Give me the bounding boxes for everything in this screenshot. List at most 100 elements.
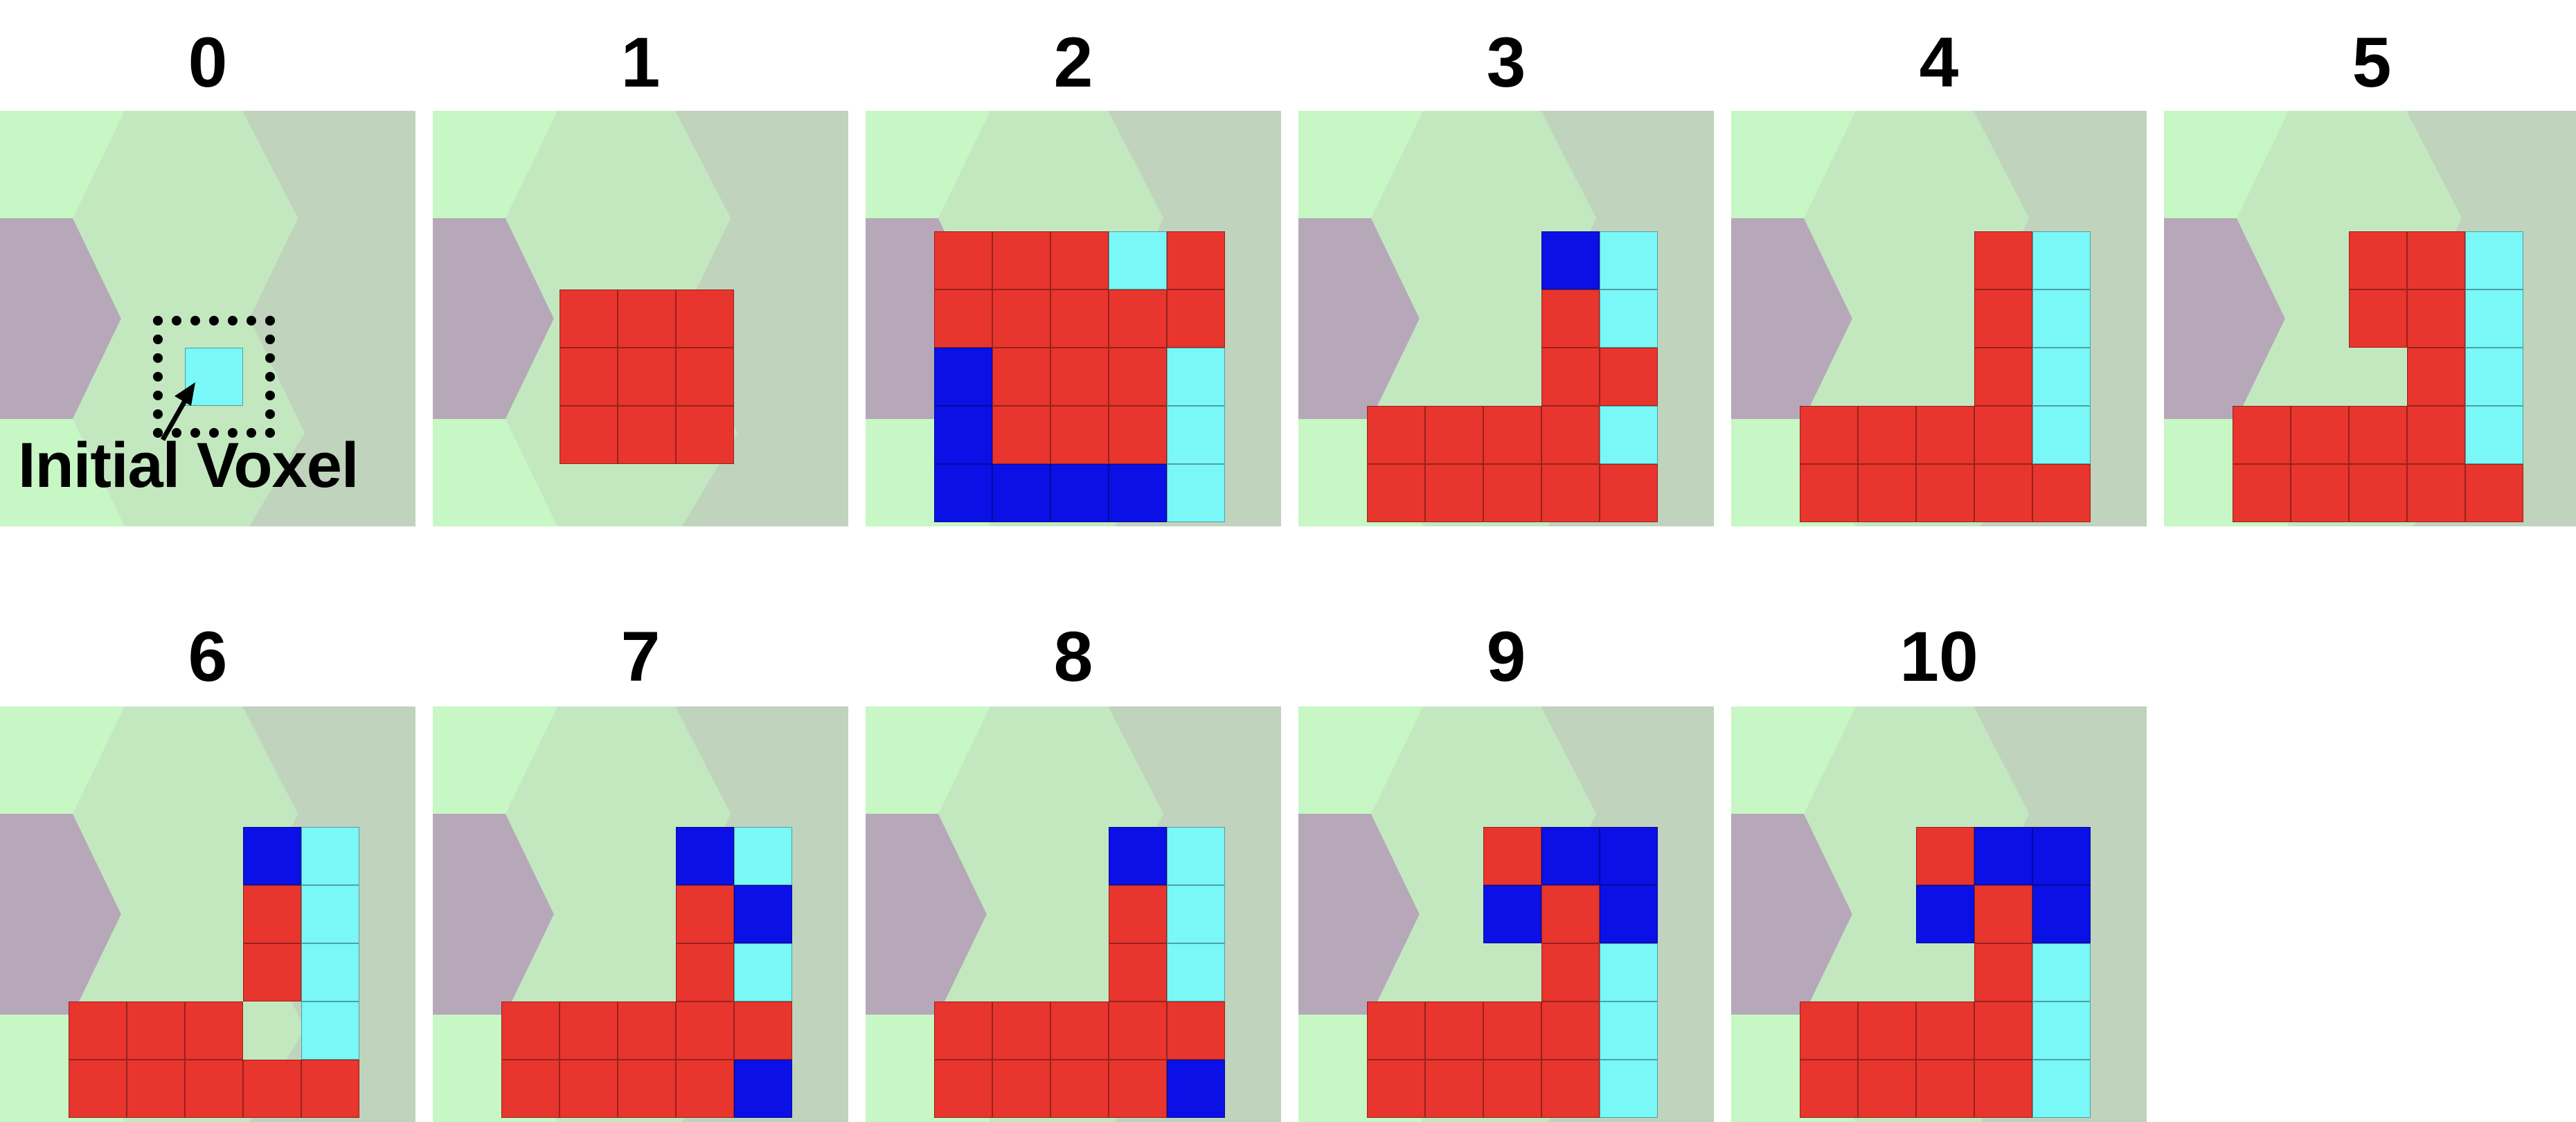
voxel-cyan — [1167, 464, 1225, 522]
voxel-red — [1541, 406, 1600, 464]
voxel-red — [934, 1001, 992, 1060]
step-panel-1 — [433, 111, 848, 526]
voxel-red — [2407, 231, 2465, 290]
voxel-red — [2349, 231, 2407, 290]
voxel-cyan — [2465, 290, 2523, 348]
voxel-blue — [1167, 1060, 1225, 1118]
voxel-red — [2407, 406, 2465, 464]
voxel-red — [2407, 290, 2465, 348]
voxel-red — [1600, 348, 1658, 406]
voxel-red — [2349, 406, 2407, 464]
voxel-red — [1858, 406, 1916, 464]
step-panel-7 — [433, 706, 848, 1122]
voxel-red — [1541, 464, 1600, 522]
voxel-red — [1974, 1001, 2032, 1060]
voxel-red — [934, 231, 992, 290]
voxel-red — [1974, 231, 2032, 290]
voxel-blue — [992, 464, 1050, 522]
voxel-cyan — [1109, 231, 1167, 290]
voxel-blue — [1050, 464, 1109, 522]
voxel-red — [69, 1001, 127, 1060]
voxel-red — [2291, 406, 2349, 464]
voxel-blue — [2032, 885, 2091, 943]
voxel-red — [676, 348, 734, 406]
voxel-cyan — [301, 885, 359, 943]
voxel-red — [676, 406, 734, 464]
step-label-8: 8 — [1053, 617, 1093, 696]
voxel-red — [618, 348, 676, 406]
voxel-red — [1916, 1001, 1974, 1060]
step-panel-0: Initial Voxel — [0, 111, 415, 526]
voxel-red — [1483, 1001, 1541, 1060]
voxel-red — [1541, 1060, 1600, 1118]
voxel-red — [243, 885, 301, 943]
voxel-red — [1167, 1001, 1225, 1060]
voxel-cyan — [2032, 348, 2091, 406]
voxel-red — [1541, 290, 1600, 348]
voxel-red — [1541, 348, 1600, 406]
step-label-7: 7 — [620, 617, 661, 696]
voxel-red — [1109, 1001, 1167, 1060]
voxel-cyan — [1167, 406, 1225, 464]
voxel-red — [1600, 464, 1658, 522]
voxel-blue — [934, 348, 992, 406]
step-label-2: 2 — [1053, 23, 1093, 102]
voxel-red — [2407, 464, 2465, 522]
voxel-blue — [1483, 885, 1541, 943]
voxel-cyan — [2032, 1060, 2091, 1118]
voxel-cyan — [1167, 885, 1225, 943]
voxel-red — [1483, 406, 1541, 464]
step-panel-3 — [1298, 111, 1714, 526]
voxel-cyan — [1600, 406, 1658, 464]
voxel-red — [992, 348, 1050, 406]
step-label-9: 9 — [1486, 617, 1526, 696]
voxel-red — [1050, 290, 1109, 348]
voxel-red — [1050, 406, 1109, 464]
voxel-cyan — [1167, 827, 1225, 885]
voxel-cyan — [734, 827, 792, 885]
voxel-red — [1425, 464, 1483, 522]
voxel-red — [676, 1060, 734, 1118]
voxel-red — [618, 290, 676, 348]
voxel-red — [1858, 464, 1916, 522]
voxel-red — [1974, 885, 2032, 943]
step-panel-9 — [1298, 706, 1714, 1122]
voxel-red — [1974, 348, 2032, 406]
voxel-red — [992, 406, 1050, 464]
step-panel-2 — [866, 111, 1281, 526]
voxel-red — [2349, 464, 2407, 522]
voxel-red — [618, 1001, 676, 1060]
step-label-5: 5 — [2352, 23, 2392, 102]
voxel-red — [69, 1060, 127, 1118]
voxel-red — [560, 348, 618, 406]
voxel-red — [185, 1060, 243, 1118]
initial-voxel-callout-box — [153, 316, 275, 438]
voxel-blue — [934, 464, 992, 522]
voxel-cyan — [2465, 348, 2523, 406]
step-label-1: 1 — [620, 23, 661, 102]
voxel-red — [1167, 290, 1225, 348]
voxel-red — [992, 1060, 1050, 1118]
voxel-red — [1367, 1001, 1425, 1060]
voxel-red — [1974, 290, 2032, 348]
voxel-red — [1109, 885, 1167, 943]
initial-voxel-label: Initial Voxel — [18, 430, 359, 501]
voxel-cyan — [2032, 290, 2091, 348]
voxel-red — [1425, 1001, 1483, 1060]
voxel-red — [1425, 406, 1483, 464]
step-label-0: 0 — [188, 23, 228, 102]
voxel-red — [2233, 406, 2291, 464]
voxel-red — [501, 1001, 560, 1060]
step-panel-5 — [2164, 111, 2576, 526]
voxel-cyan — [2465, 231, 2523, 290]
voxel-red — [560, 1060, 618, 1118]
voxel-red — [1858, 1001, 1916, 1060]
voxel-red — [1541, 885, 1600, 943]
voxel-cyan — [2032, 231, 2091, 290]
voxel-blue — [1541, 827, 1600, 885]
voxel-red — [1858, 1060, 1916, 1118]
voxel-blue — [676, 827, 734, 885]
voxel-blue — [2032, 827, 2091, 885]
voxel-cyan — [1600, 943, 1658, 1001]
voxel-red — [560, 406, 618, 464]
